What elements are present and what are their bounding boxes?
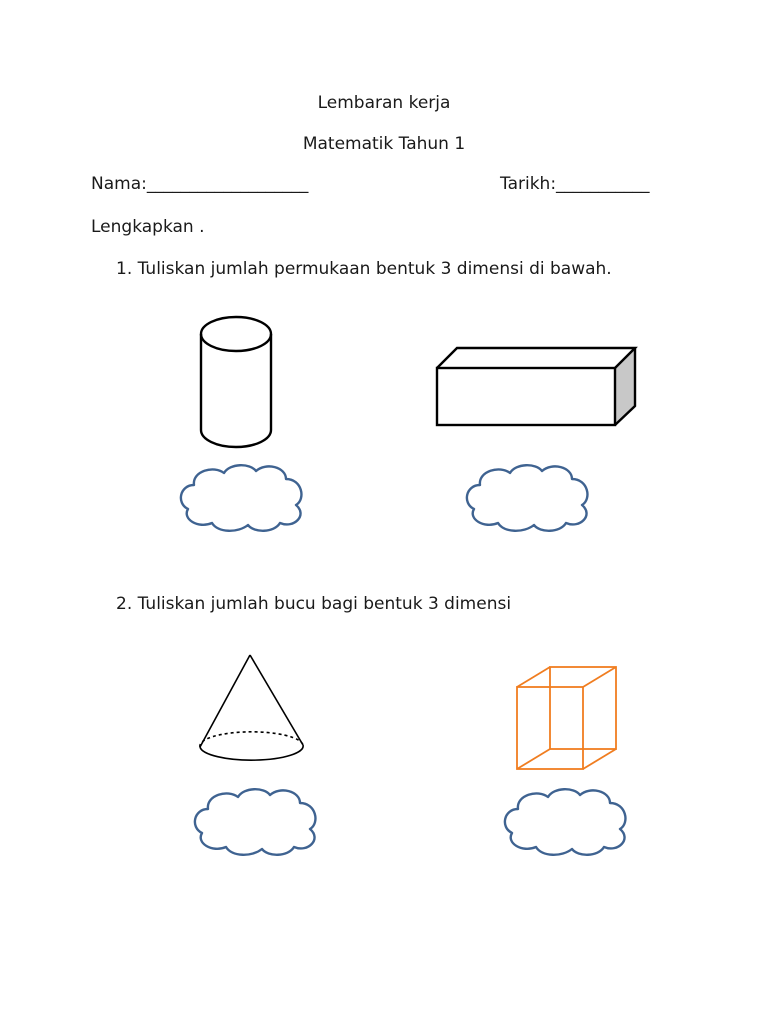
cloud-answer-icon[interactable] xyxy=(178,463,308,533)
wireframe-cube-icon xyxy=(516,666,617,770)
rectangular-prism-icon xyxy=(435,346,638,427)
cloud-answer-icon[interactable] xyxy=(464,463,594,533)
worksheet-subtitle: Matematik Tahun 1 xyxy=(302,134,466,154)
cone-icon xyxy=(199,654,304,761)
name-field[interactable]: Nama:___________________ xyxy=(91,174,309,194)
instruction-text: Lengkapkan . xyxy=(91,217,205,237)
date-field[interactable]: Tarikh:___________ xyxy=(500,174,650,194)
cylinder-icon xyxy=(199,315,273,449)
question-2-text: 2. Tuliskan jumlah bucu bagi bentuk 3 di… xyxy=(116,594,512,614)
cloud-answer-icon[interactable] xyxy=(192,787,322,857)
cloud-answer-icon[interactable] xyxy=(502,787,632,857)
question-1-text: 1. Tuliskan jumlah permukaan bentuk 3 di… xyxy=(116,259,612,279)
worksheet-title: Lembaran kerja xyxy=(317,93,451,113)
